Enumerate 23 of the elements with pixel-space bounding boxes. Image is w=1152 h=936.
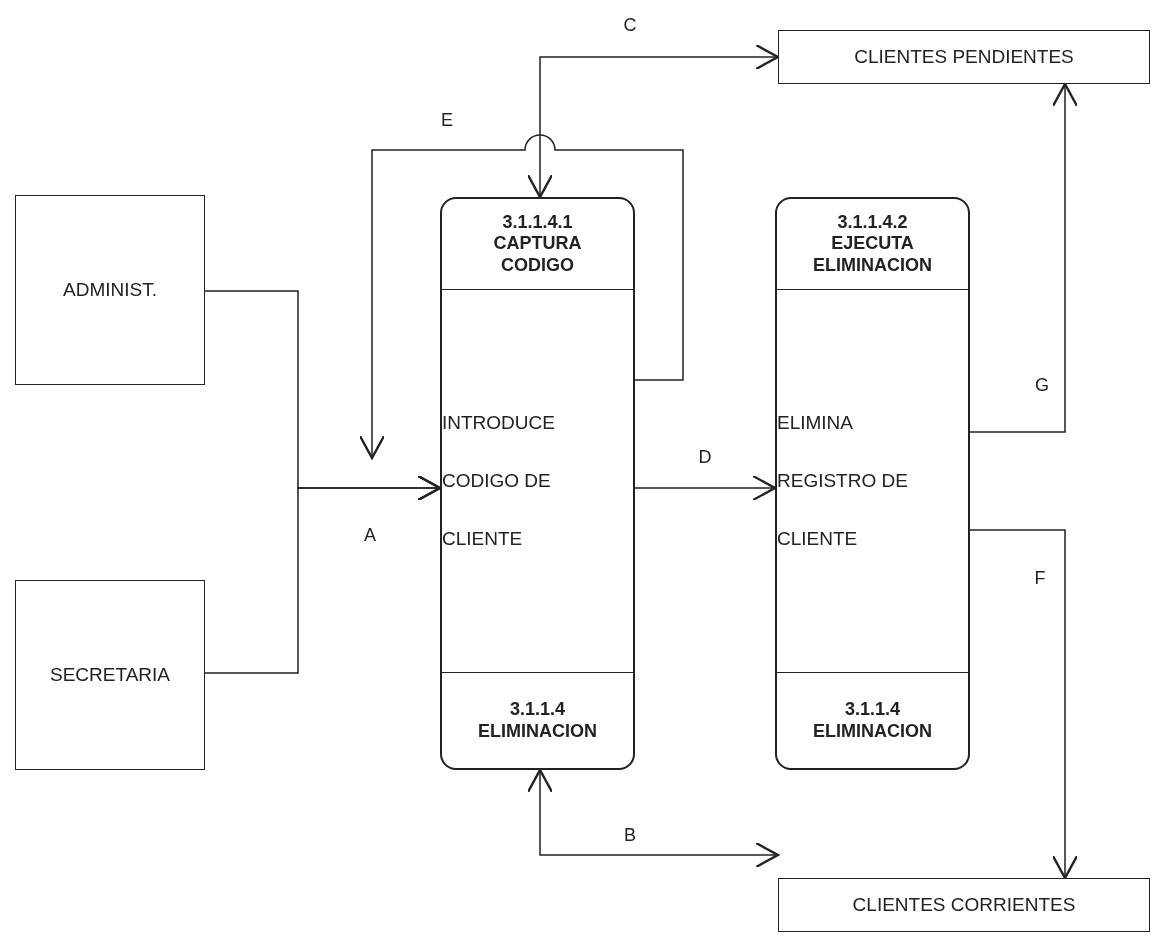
arrow	[526, 43, 780, 199]
arrow	[969, 82, 1079, 433]
process-id: 3.1.1.4 ELIMINACION	[812, 698, 933, 743]
arrow	[969, 529, 1079, 880]
arrow	[204, 474, 442, 674]
box-label: ADMINIST.	[63, 279, 157, 301]
process-title: 3.1.1.4.1 CAPTURA CODIGO	[492, 211, 583, 277]
arrow	[526, 768, 780, 869]
arrow	[634, 474, 777, 502]
process-box	[775, 197, 970, 770]
entity-box	[15, 195, 205, 385]
box-label: SECRETARIA	[50, 664, 170, 686]
entity-box	[15, 580, 205, 770]
process-description: INTRODUCE CODIGO DE CLIENTE	[442, 411, 556, 551]
data-store-box	[778, 878, 1150, 932]
process-description: ELIMINA REGISTRO DE CLIENTE	[777, 411, 909, 551]
data-store-box	[778, 30, 1150, 84]
box-label: CLIENTES CORRIENTES	[852, 894, 1076, 916]
process-title: 3.1.1.4.2 EJECUTA ELIMINACION	[812, 211, 933, 277]
box-label: CLIENTES PENDIENTES	[854, 46, 1074, 68]
process-box	[440, 197, 635, 770]
arrow	[358, 134, 684, 460]
process-id: 3.1.1.4 ELIMINACION	[477, 698, 598, 743]
